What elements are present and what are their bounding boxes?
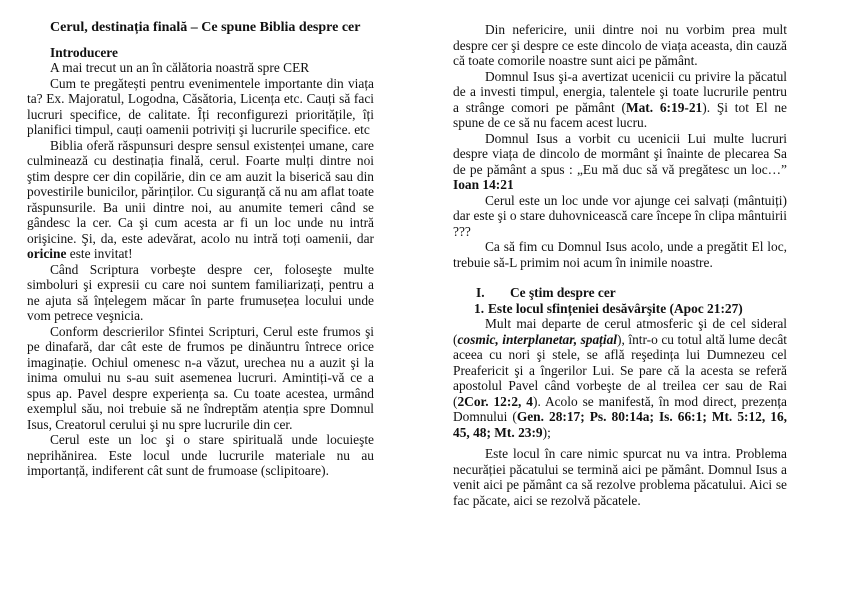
paragraph: Conform descrierilor Sfintei Scripturi, …	[27, 323, 374, 432]
text: Mult mai departe de cerul atmosferic şi …	[453, 316, 787, 347]
bible-reference: Mat. 6:19-21	[625, 99, 703, 115]
bold-text: oricine	[27, 246, 67, 261]
paragraph: A mai trecut un an în călătoria noastră …	[50, 60, 310, 75]
paragraph: Cerul este un loc unde vor ajunge cei sa…	[453, 192, 787, 239]
subsection-title: Este locul sfințeniei desăvârşite (Apoc …	[488, 300, 743, 316]
text: Domnul Isus şi-a avertizat ucenicii cu p…	[453, 68, 787, 115]
intro-heading: Introducere	[50, 44, 118, 60]
paragraph: Când Scriptura vorbeşte despre cer, folo…	[27, 261, 374, 324]
text: ). Şi tot El ne spune de ce să nu facem …	[453, 99, 787, 131]
section-heading: I. Ce ştim despre cer	[453, 285, 787, 301]
subsection-heading: 1.Este locul sfințeniei desăvârşite (Apo…	[453, 301, 787, 317]
left-column: Cerul, destinația finală – Ce spune Bibl…	[27, 20, 374, 479]
bible-reference: 2Cor. 12:2, 4	[457, 393, 533, 409]
text: Domnul Isus a vorbit cu ucenicii Lui mul…	[453, 130, 787, 177]
bible-reference: Ioan 14:21	[453, 177, 514, 192]
paragraph: Domnul Isus şi-a avertizat ucenicii cu p…	[453, 69, 787, 131]
document-title: Cerul, destinația finală – Ce spune Bibl…	[50, 20, 361, 35]
paragraph: Cum te pregătești pentru evenimentele im…	[27, 75, 374, 138]
section-title: Ce ştim despre cer	[510, 285, 616, 300]
paragraph: Domnul Isus a vorbit cu ucenicii Lui mul…	[453, 131, 787, 193]
subsection-number: 1.	[474, 300, 485, 316]
text: ). Acolo se manifestă, în mod direct, pr…	[453, 393, 788, 425]
bible-reference: Gen. 28:17; Ps. 80:14a; Is. 66:1; Mt. 5:…	[453, 409, 787, 440]
italic-text: cosmic, interplanetar, spațial	[457, 331, 618, 347]
paragraph: Biblia oferă răspunsuri despre sensul ex…	[27, 138, 374, 262]
text: Biblia oferă răspunsuri despre sensul ex…	[27, 137, 374, 246]
text: );	[542, 424, 551, 440]
paragraph: Mult mai departe de cerul atmosferic şi …	[453, 316, 787, 440]
text: este invitat!	[66, 246, 133, 261]
paragraph: Este locul în care nimic spurcat nu va i…	[453, 446, 787, 508]
paragraph: Din nefericire, unii dintre noi nu vorbi…	[453, 22, 787, 68]
paragraph: Ca să fim cu Domnul Isus acolo, unde a p…	[453, 239, 787, 270]
paragraph: Cerul este un loc şi o stare spirituală …	[27, 432, 374, 478]
right-column: Din nefericire, unii dintre noi nu vorbi…	[453, 22, 787, 508]
text: ), într-o cu totul altă lume decât aceea…	[453, 331, 787, 409]
section-number: I.	[476, 285, 485, 300]
